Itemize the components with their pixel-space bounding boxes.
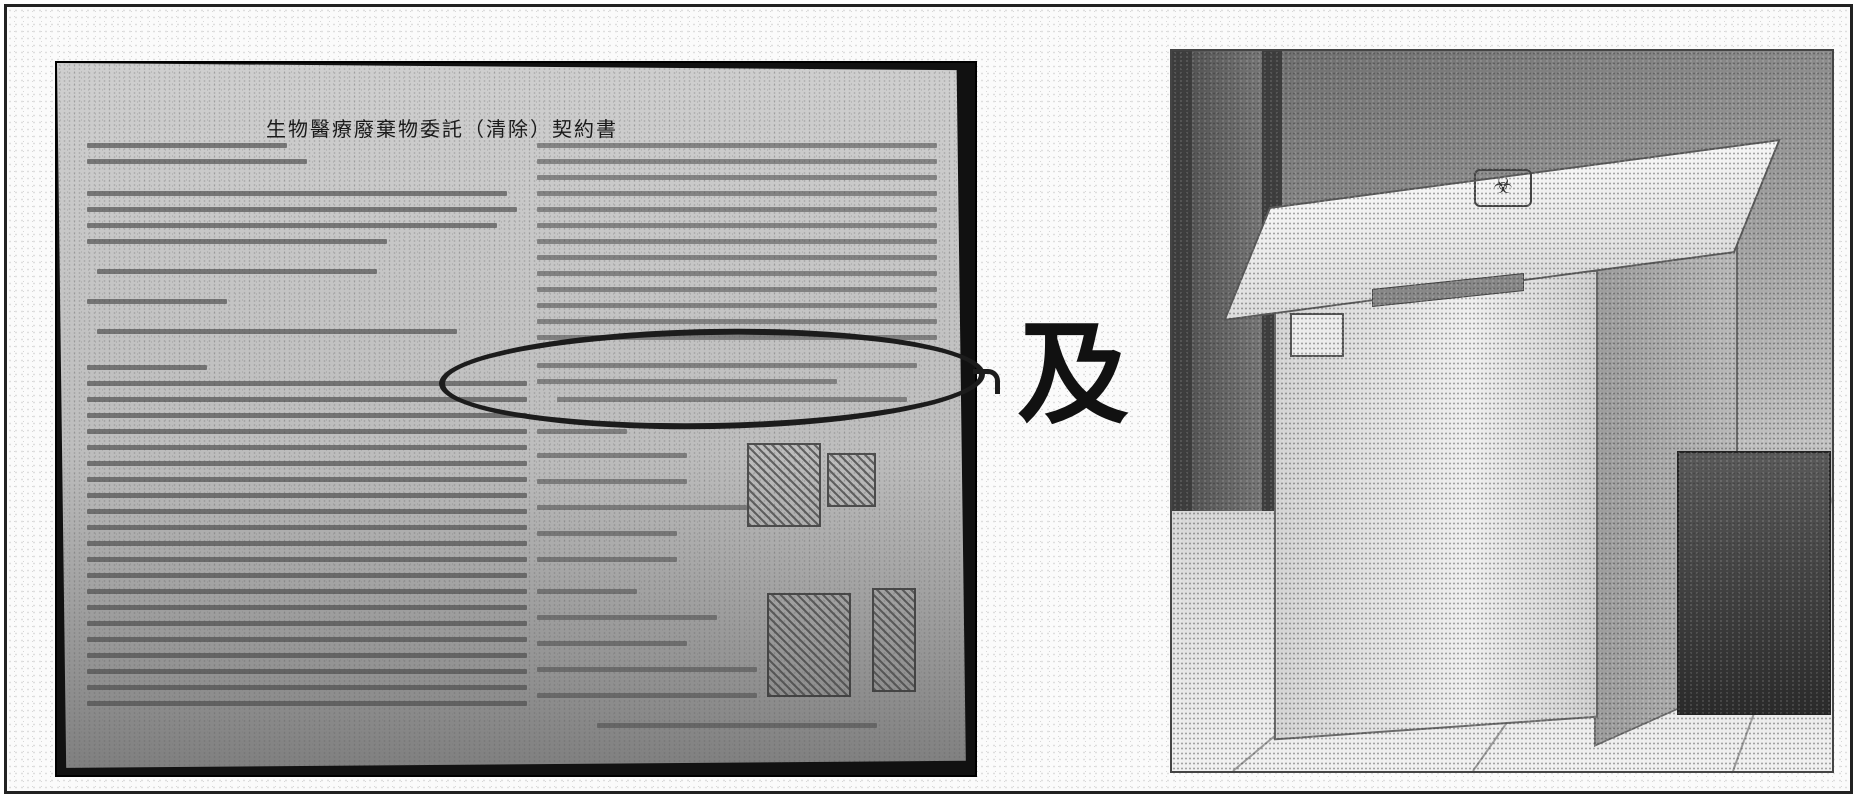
text-line xyxy=(87,669,527,674)
text-line xyxy=(87,381,527,386)
text-line xyxy=(537,531,677,536)
text-line xyxy=(87,637,527,642)
text-line xyxy=(537,335,937,340)
document-title: 生物醫療廢棄物委託（清除）契約書 xyxy=(266,117,618,141)
text-line xyxy=(87,685,527,690)
text-line xyxy=(87,509,527,514)
text-line xyxy=(537,175,937,180)
text-line xyxy=(87,557,527,562)
text-line xyxy=(537,505,747,510)
text-line xyxy=(87,605,527,610)
text-line xyxy=(537,693,757,698)
text-line xyxy=(87,573,527,578)
text-line xyxy=(537,479,687,484)
text-line xyxy=(597,723,877,728)
text-line xyxy=(87,397,527,402)
text-line xyxy=(87,239,387,244)
text-line xyxy=(87,159,307,164)
photo-grain xyxy=(1172,51,1832,771)
text-line xyxy=(87,223,497,228)
text-line xyxy=(87,461,527,466)
text-line xyxy=(537,191,937,196)
text-line xyxy=(537,667,757,672)
text-line xyxy=(87,589,527,594)
text-line xyxy=(537,319,937,324)
text-line xyxy=(87,653,527,658)
text-line xyxy=(537,557,677,562)
text-line xyxy=(537,159,937,164)
seal-stamp xyxy=(747,443,821,527)
text-line xyxy=(537,429,627,434)
text-line xyxy=(87,525,527,530)
text-line xyxy=(87,541,527,546)
text-line xyxy=(537,453,687,458)
text-line xyxy=(87,477,527,482)
text-line xyxy=(97,269,377,274)
text-line xyxy=(537,641,687,646)
seal-stamp xyxy=(767,593,851,697)
text-line xyxy=(537,379,837,384)
freezer-photo: ☣ xyxy=(1170,49,1834,773)
text-line xyxy=(87,143,287,148)
text-line xyxy=(537,271,937,276)
text-line xyxy=(537,615,717,620)
text-line xyxy=(537,143,937,148)
text-line xyxy=(87,445,527,450)
text-line xyxy=(87,429,527,434)
text-line xyxy=(537,207,937,212)
text-line xyxy=(87,621,527,626)
text-line xyxy=(87,365,207,370)
highlight-ellipse-tail xyxy=(973,369,1000,394)
text-line xyxy=(87,413,527,418)
text-line xyxy=(537,363,917,368)
text-line xyxy=(537,223,937,228)
seal-stamp xyxy=(872,588,916,692)
text-line xyxy=(537,589,637,594)
text-line xyxy=(537,255,937,260)
document-photo: 生物醫療廢棄物委託（清除）契約書 xyxy=(55,61,977,777)
text-line xyxy=(87,191,507,196)
document-sheet: 生物醫療廢棄物委託（清除）契約書 xyxy=(57,63,966,768)
text-line xyxy=(97,329,457,334)
text-line xyxy=(537,239,937,244)
text-line xyxy=(87,701,527,706)
text-line xyxy=(537,303,937,308)
figure-frame: 生物醫療廢棄物委託（清除）契約書 xyxy=(4,4,1853,794)
text-line xyxy=(557,397,907,402)
text-line xyxy=(87,493,527,498)
connector-character: 及 xyxy=(1017,310,1129,440)
text-line xyxy=(537,287,937,292)
seal-stamp xyxy=(827,453,876,507)
text-line xyxy=(87,207,517,212)
text-line xyxy=(87,299,227,304)
